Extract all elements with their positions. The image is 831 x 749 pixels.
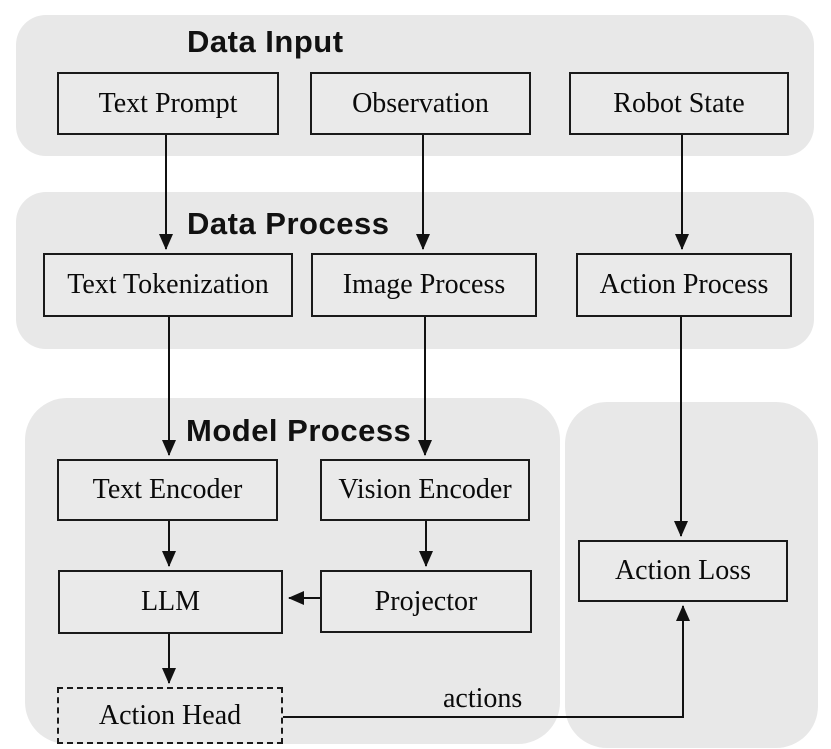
node-action-head: Action Head <box>57 687 283 744</box>
node-projector: Projector <box>320 570 532 633</box>
section-title-data-input: Data Input <box>187 24 344 59</box>
node-text-prompt: Text Prompt <box>57 72 279 135</box>
node-action-loss: Action Loss <box>578 540 788 602</box>
edge-label-actions: actions <box>443 683 523 714</box>
node-robot-state: Robot State <box>569 72 789 135</box>
section-title-model-process: Model Process <box>186 413 412 448</box>
node-llm: LLM <box>58 570 283 634</box>
node-vision-encoder: Vision Encoder <box>320 459 530 521</box>
node-text-encoder: Text Encoder <box>57 459 278 521</box>
node-observation: Observation <box>310 72 531 135</box>
node-image-process: Image Process <box>311 253 537 317</box>
node-text-tokenization: Text Tokenization <box>43 253 293 317</box>
section-title-data-process: Data Process <box>187 206 390 241</box>
node-action-process: Action Process <box>576 253 792 317</box>
